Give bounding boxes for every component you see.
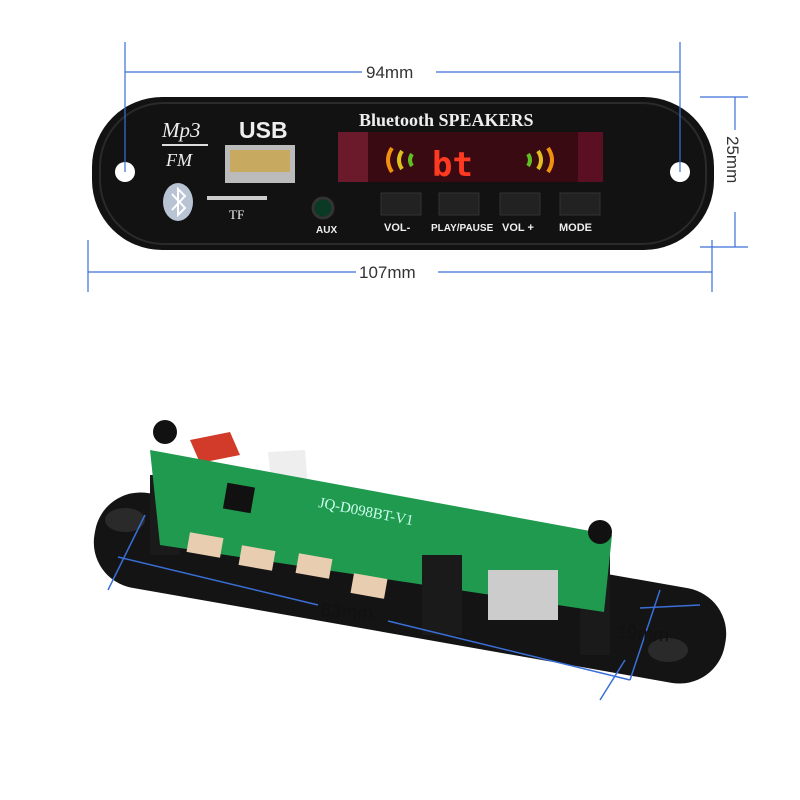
vol-down-label: VOL- [384,222,411,234]
connector-3 [295,553,333,579]
connector-1 [186,532,224,558]
tf-card-slot[interactable] [207,196,267,200]
panel-buttons: VOL- PLAY/PAUSE VOL + MODE [380,192,601,234]
tf-label: TF [229,207,244,222]
display-text: bt [432,145,473,185]
led-display [338,132,603,182]
bluetooth-icon [163,183,193,221]
connector-4 [350,573,388,599]
play-pause-label: PLAY/PAUSE [431,223,494,234]
dimension-lines-top [87,42,748,292]
play-pause-button[interactable] [438,192,480,216]
aux-label: AUX [316,225,337,236]
aux-jack-socket [422,555,462,635]
logo-mp3: Mp3 [161,118,201,142]
logo-fm: FM [165,150,193,170]
red-connector [190,432,240,463]
vol-up-label: VOL + [502,222,534,234]
panel-title: Bluetooth SPEAKERS [359,110,534,130]
screw-right [588,520,612,544]
usb-label: USB [239,117,288,143]
connector-2 [238,545,276,571]
dimension-19mm: 19mm [616,622,670,647]
board-assembly: JQ-D098BT-V1 [93,420,727,684]
dimension-25mm: 25mm [723,136,742,183]
tf-socket [488,570,558,620]
dimension-83mm: 83mm [320,600,374,625]
dimension-107mm: 107mm [359,263,416,282]
dimension-94mm: 94mm [366,63,413,82]
vol-up-button[interactable] [499,192,541,216]
vol-down-button[interactable] [380,192,422,216]
front-panel: Mp3 FM USB TF AUX Bluetooth SPEAKERS bt … [92,97,714,250]
screw-left [153,420,177,444]
aux-jack[interactable] [311,196,335,220]
mode-button[interactable] [559,192,601,216]
dimension-lines-bottom [107,514,701,701]
mode-label: MODE [559,222,592,234]
